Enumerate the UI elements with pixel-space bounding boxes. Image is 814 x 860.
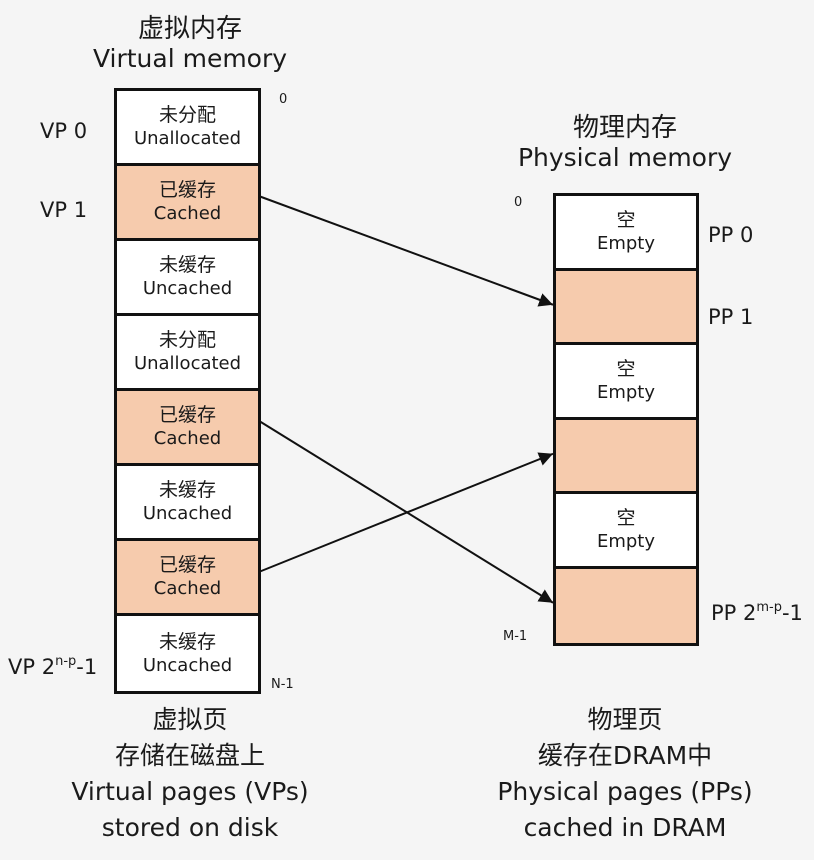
- pp-page-label-zh: 空: [616, 357, 636, 380]
- vp-page-label-en: Unallocated: [133, 128, 242, 149]
- physical-addr-bottom: M-1: [503, 629, 528, 644]
- virtual-addr-bottom: N-1: [271, 677, 294, 692]
- vp-page-label-en: Cached: [153, 203, 222, 224]
- pp-last-exponent: m-p: [756, 600, 782, 615]
- virtual-memory-title: 虚拟内存 Virtual memory: [60, 14, 320, 74]
- vp-page-label-zh: 未分配: [158, 329, 216, 351]
- vp-page-label-en: Uncached: [142, 278, 233, 299]
- pp-page-label-zh: 空: [616, 208, 636, 231]
- pp-page-1: [556, 270, 696, 345]
- vp0-label: VP 0: [40, 119, 88, 143]
- physical-addr-top: 0: [514, 195, 523, 210]
- pp-page-label-en: Empty: [596, 232, 656, 254]
- pp-page-3: [556, 419, 696, 494]
- pp-page-label-en: Empty: [596, 381, 656, 403]
- mapping-arrow-vp6-to-pp3: [259, 452, 554, 573]
- vp-last-exponent: n-p: [55, 654, 77, 669]
- vp-page-label-zh: 已缓存: [158, 179, 216, 201]
- vp-last-tail: -1: [76, 655, 98, 679]
- pp-page-5: [556, 568, 696, 643]
- vp-page-label-en: Unallocated: [133, 353, 242, 374]
- physical-memory-title: 物理内存 Physical memory: [505, 113, 745, 173]
- virtual-caption-line: 存储在磁盘上: [114, 741, 265, 770]
- vp-last-label: VP 2n-p-1: [8, 650, 97, 679]
- vp-last-base: VP 2: [8, 655, 56, 679]
- virtual-caption-line: Virtual pages (VPs): [71, 777, 309, 806]
- pp-last-tail: -1: [781, 601, 803, 625]
- vp-page-label-en: Uncached: [142, 503, 233, 524]
- mapping-arrow-vp1-to-pp1: [259, 195, 554, 307]
- virtual-memory-title-en: Virtual memory: [92, 44, 288, 73]
- physical-caption-line: 缓存在DRAM中: [537, 741, 713, 770]
- vp-page-label-zh: 未缓存: [158, 254, 216, 276]
- pp-last-label: PP 2m-p-1: [711, 596, 803, 625]
- vp-page-label-zh: 未缓存: [158, 479, 216, 501]
- vp-page-label-zh: 未分配: [158, 104, 216, 126]
- pp0-label: PP 0: [708, 223, 754, 247]
- virtual-caption-line: 虚拟页: [152, 705, 228, 734]
- pp-last-base: PP 2: [711, 601, 757, 625]
- physical-memory-title-en: Physical memory: [517, 143, 733, 172]
- vp-page-label-en: Cached: [153, 578, 222, 599]
- physical-caption: 物理页 缓存在DRAM中 Physical pages (PPs) cached…: [470, 702, 780, 846]
- pp-page-label-en: Empty: [596, 530, 656, 552]
- physical-memory-title-zh: 物理内存: [572, 113, 677, 143]
- virtual-caption: 虚拟页 存储在磁盘上 Virtual pages (VPs) stored on…: [40, 702, 340, 846]
- pp-page-label-zh: 空: [616, 506, 636, 529]
- virtual-caption-line: stored on disk: [101, 813, 279, 842]
- vp-page-label-zh: 已缓存: [158, 404, 216, 426]
- vp-page-label-en: Uncached: [142, 654, 233, 676]
- vp-page-label-zh: 未缓存: [158, 630, 216, 653]
- physical-caption-line: cached in DRAM: [523, 813, 727, 842]
- physical-caption-line: 物理页: [587, 705, 663, 734]
- vp-page-label-zh: 已缓存: [158, 554, 216, 576]
- virtual-addr-top: 0: [279, 92, 288, 107]
- vp-page-label-en: Cached: [153, 428, 222, 449]
- virtual-memory-title-zh: 虚拟内存: [137, 14, 242, 44]
- vp1-label: VP 1: [40, 198, 88, 222]
- physical-caption-line: Physical pages (PPs): [497, 777, 753, 806]
- pp1-label: PP 1: [708, 305, 754, 329]
